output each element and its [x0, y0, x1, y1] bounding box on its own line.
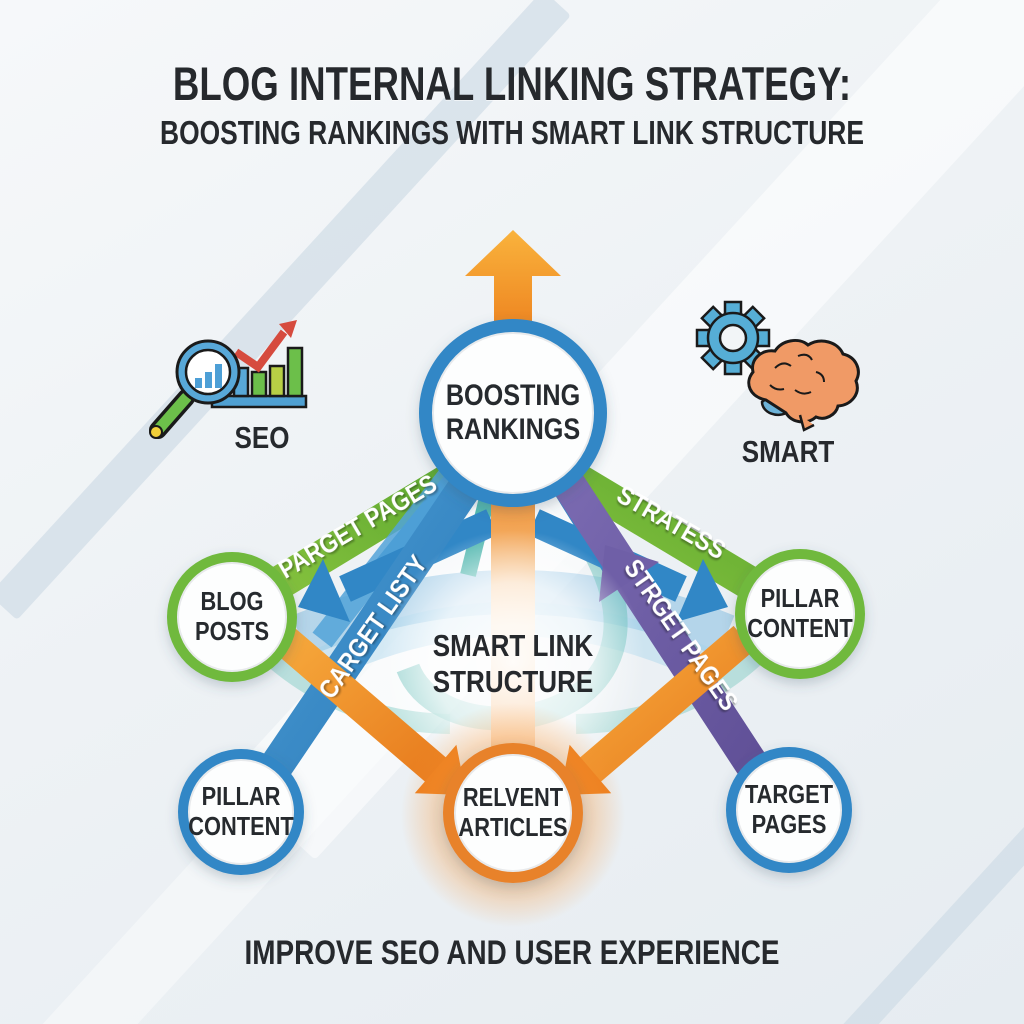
- node-label: BOOSTING: [446, 378, 580, 412]
- smart-icon: SMART: [695, 300, 860, 470]
- node-label: TARGET: [745, 780, 833, 809]
- seo-icon: SEO: [149, 320, 308, 456]
- node-pillar-content-right: PILLAR CONTENT: [735, 549, 865, 679]
- node-label: PILLAR: [761, 584, 840, 613]
- footer-text: IMPROVE SEO AND USER EXPERIENCE: [244, 934, 780, 972]
- node-label: CONTENT: [747, 614, 853, 643]
- node-boosting-rankings: BOOSTING RANKINGS: [419, 319, 607, 507]
- node-label: PAGES: [752, 810, 827, 839]
- smart-label: SMART: [742, 435, 835, 470]
- node-blog-posts: BLOG POSTS: [167, 552, 297, 682]
- center-label-line: SMART LINK: [433, 629, 594, 664]
- title-block: BLOG INTERNAL LINKING STRATEGY: BOOSTING…: [0, 58, 1024, 152]
- node-label: PILLAR: [202, 782, 281, 811]
- page-title: BLOG INTERNAL LINKING STRATEGY:: [172, 57, 852, 110]
- growth-arrow-icon: [233, 329, 288, 373]
- node-label: BLOG: [200, 587, 263, 616]
- seo-label: SEO: [235, 421, 290, 456]
- node-label: CONTENT: [188, 812, 294, 841]
- center-label: SMART LINK STRUCTURE: [433, 629, 594, 700]
- node-label: POSTS: [195, 617, 269, 646]
- blue-band-carget: [253, 458, 493, 788]
- brain-icon: [747, 338, 860, 432]
- node-pillar-content-left: PILLAR CONTENT: [178, 749, 304, 875]
- node-target-pages: TARGET PAGES: [726, 747, 852, 873]
- gear-icon: [695, 300, 771, 376]
- node-label: RANKINGS: [446, 412, 580, 446]
- node-relevant-articles: RELVENT ARTICLES: [443, 743, 583, 883]
- footer-block: IMPROVE SEO AND USER EXPERIENCE: [0, 934, 1024, 973]
- page-subtitle: BOOSTING RANKINGS WITH SMART LINK STRUCT…: [160, 113, 864, 151]
- node-label: RELVENT: [463, 783, 564, 812]
- center-label-line: STRUCTURE: [433, 665, 593, 700]
- node-label: ARTICLES: [458, 813, 567, 842]
